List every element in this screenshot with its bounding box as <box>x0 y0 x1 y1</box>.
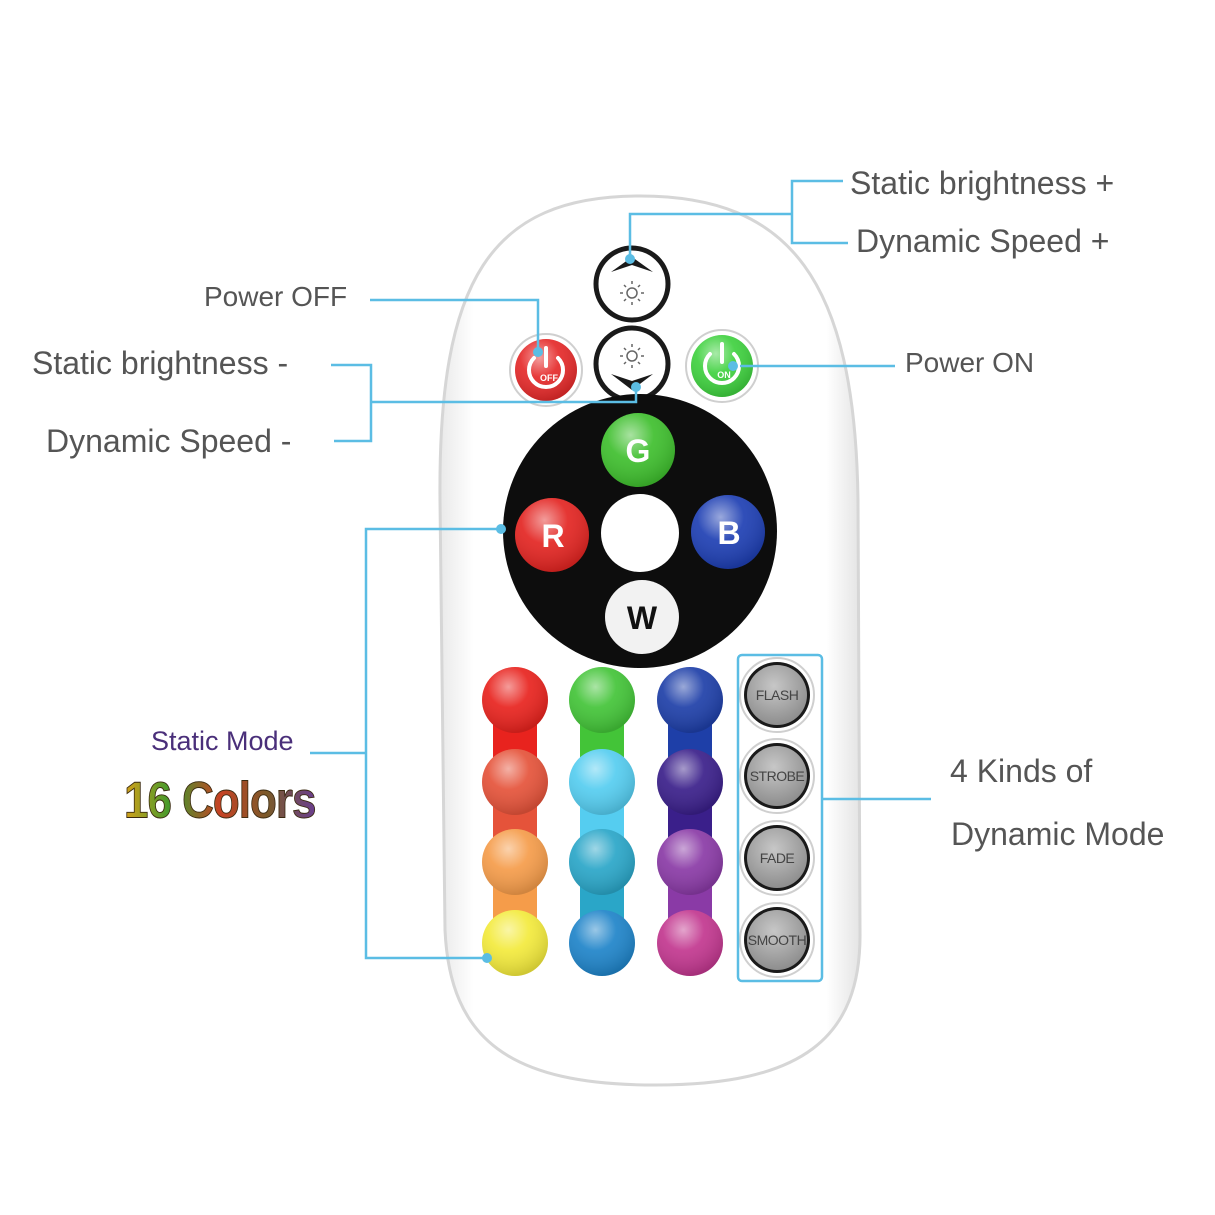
power-off-button[interactable]: OFF <box>509 333 583 407</box>
mode-button-flash[interactable]: FLASH <box>739 657 815 733</box>
color-button[interactable] <box>569 667 635 733</box>
label-dynamic-speed-minus: Dynamic Speed - <box>46 423 291 459</box>
arrow-up-icon <box>611 257 653 272</box>
label-static-brightness-plus: Static brightness + <box>850 165 1114 201</box>
color-button[interactable] <box>657 910 723 976</box>
label-power-on: Power ON <box>905 347 1034 378</box>
label-four-kinds-line1: 4 Kinds of <box>950 753 1092 789</box>
color-button[interactable] <box>569 910 635 976</box>
color-button[interactable] <box>569 829 635 895</box>
brightness-up-button[interactable] <box>593 245 671 323</box>
label-four-kinds-line2: Dynamic Mode <box>951 816 1164 852</box>
arrow-down-icon <box>611 374 653 390</box>
white-button[interactable]: W <box>605 580 679 654</box>
label-power-off: Power OFF <box>204 281 347 312</box>
sun-icon <box>620 344 644 368</box>
power-on-button[interactable]: ON <box>685 329 759 403</box>
color-button[interactable] <box>482 910 548 976</box>
leader-dot <box>625 254 635 264</box>
power-icon <box>527 346 565 390</box>
on-label: ON <box>717 370 731 380</box>
center-button[interactable] <box>601 494 679 572</box>
mode-buttons: FLASH STROBE FADE SMOOTH <box>739 657 815 978</box>
label-static-brightness-minus: Static brightness - <box>32 345 288 381</box>
color-button[interactable] <box>569 749 635 815</box>
mode-button-smooth[interactable]: SMOOTH <box>739 902 815 978</box>
r-label: R <box>541 518 564 554</box>
leader-dot <box>482 953 492 963</box>
mode-label: FADE <box>760 850 795 866</box>
w-label: W <box>627 600 658 636</box>
mode-label: FLASH <box>756 687 799 703</box>
label-sixteen-colors: 16 Colors <box>124 773 315 830</box>
mode-label: STROBE <box>750 768 805 784</box>
color-button[interactable] <box>482 667 548 733</box>
label-dynamic-speed-plus: Dynamic Speed + <box>856 223 1109 259</box>
b-label: B <box>717 515 740 551</box>
red-button[interactable]: R <box>515 498 589 572</box>
off-label: OFF <box>540 373 558 383</box>
label-static-mode: Static Mode <box>151 726 294 756</box>
color-button[interactable] <box>482 829 548 895</box>
leader-dot <box>631 382 641 392</box>
leader-dot <box>533 347 543 357</box>
leader-dot <box>496 524 506 534</box>
g-label: G <box>626 433 651 469</box>
color-grid <box>482 667 723 976</box>
mode-button-strobe[interactable]: STROBE <box>739 738 815 814</box>
mode-label: SMOOTH <box>748 932 806 948</box>
power-icon <box>703 342 741 386</box>
blue-button[interactable]: B <box>691 495 765 569</box>
leader-dot <box>728 361 738 371</box>
color-button[interactable] <box>657 667 723 733</box>
sun-icon <box>620 281 644 305</box>
green-button[interactable]: G <box>601 413 675 487</box>
mode-button-fade[interactable]: FADE <box>739 820 815 896</box>
color-button[interactable] <box>657 749 723 815</box>
color-button[interactable] <box>657 829 723 895</box>
color-button[interactable] <box>482 749 548 815</box>
